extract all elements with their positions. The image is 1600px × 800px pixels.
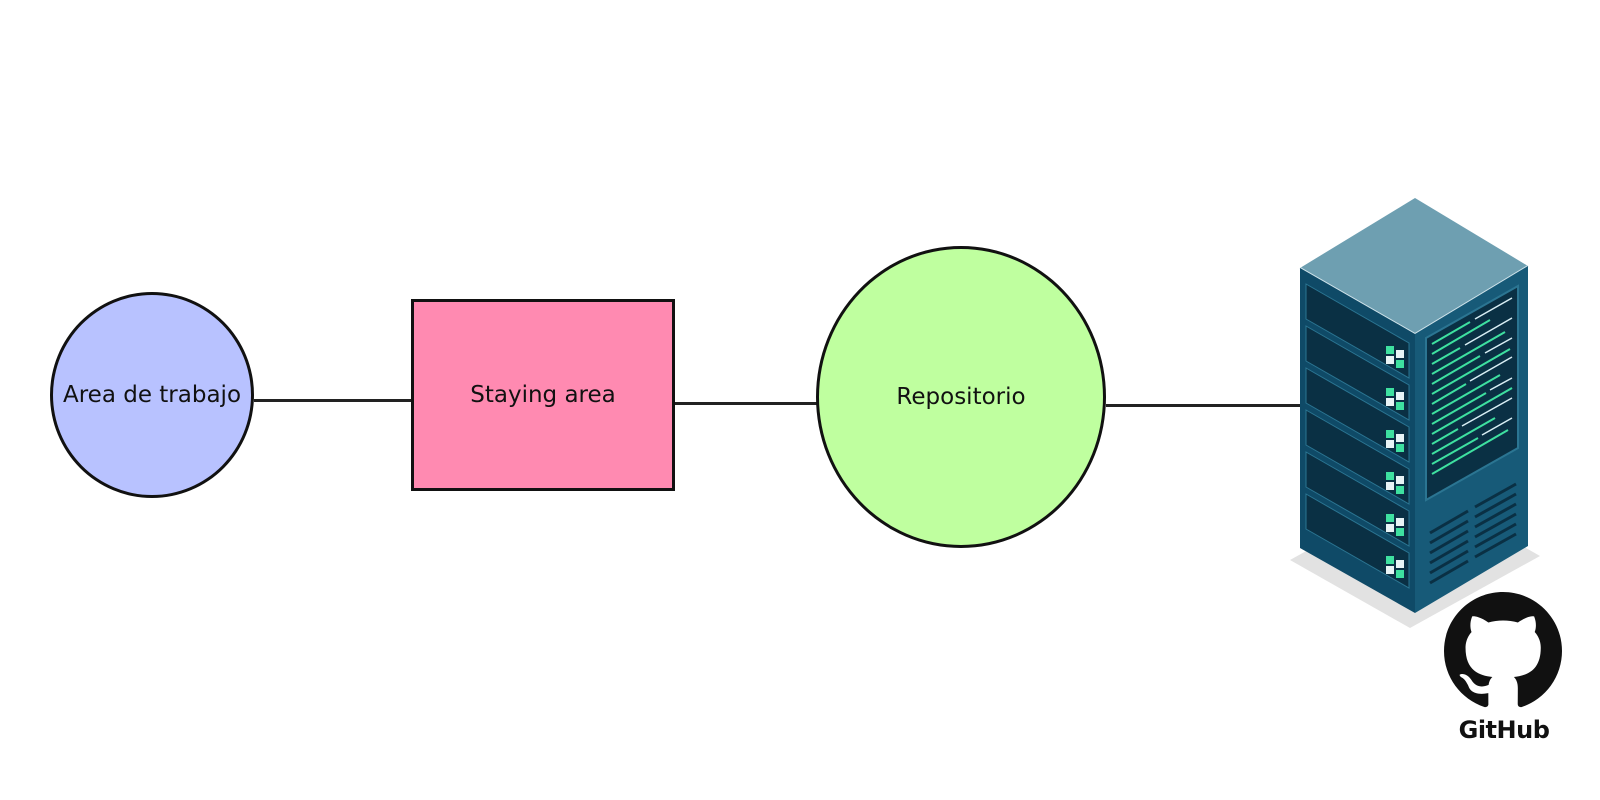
connector-staging-to-repo [675, 402, 818, 405]
connector-work-to-staging [254, 399, 413, 402]
staging-area-node: Staying area [411, 299, 675, 491]
connector-repo-to-server [1106, 404, 1306, 407]
work-area-label: Area de trabajo [62, 382, 242, 408]
repository-label: Repositorio [896, 384, 1026, 410]
repository-node: Repositorio [816, 246, 1106, 548]
github-octocat-icon [1444, 592, 1562, 708]
server-rack-icon [1290, 198, 1540, 628]
staging-area-label: Staying area [470, 382, 616, 408]
work-area-node: Area de trabajo [50, 292, 254, 498]
github-label: GitHub [1458, 716, 1550, 744]
